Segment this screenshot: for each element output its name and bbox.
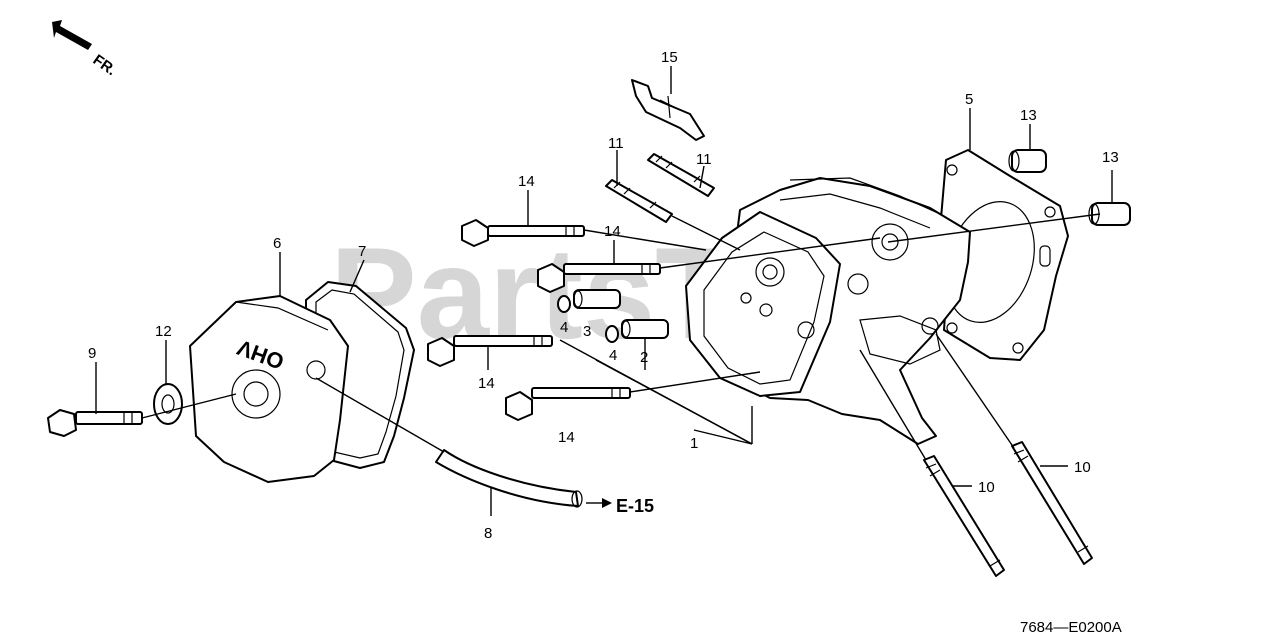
callout-4: 4 bbox=[609, 347, 617, 364]
callout-11: 11 bbox=[608, 135, 624, 152]
callout-10: 10 bbox=[978, 479, 995, 496]
spark-plug bbox=[631, 79, 705, 141]
flange-bolt-d bbox=[505, 387, 631, 421]
callout-11: 11 bbox=[696, 151, 712, 168]
callout-14: 14 bbox=[478, 375, 495, 392]
callout-2: 2 bbox=[640, 349, 648, 366]
dowel-pin-lower bbox=[1088, 202, 1131, 226]
front-direction-arrow-icon bbox=[52, 20, 92, 50]
callout-8: 8 bbox=[484, 525, 492, 542]
sealing-washer bbox=[153, 383, 183, 425]
diagram-code: 7684—E0200A bbox=[1020, 619, 1122, 636]
cover-bolt bbox=[47, 409, 143, 437]
callout-7: 7 bbox=[358, 243, 366, 260]
callout-5: 5 bbox=[965, 91, 973, 108]
callout-14: 14 bbox=[604, 223, 621, 240]
head-stud-b bbox=[1011, 441, 1093, 565]
callout-12: 12 bbox=[155, 323, 172, 340]
callout-13: 13 bbox=[1102, 149, 1119, 166]
reference-arrow-icon bbox=[586, 498, 612, 508]
reference-label: E-15 bbox=[616, 496, 654, 516]
dowel-pin-3 bbox=[573, 289, 621, 309]
head-cover-plate bbox=[685, 211, 841, 397]
dowel-pin-upper bbox=[1008, 149, 1047, 173]
direction-label: FR. bbox=[90, 51, 120, 79]
callout-1: 1 bbox=[690, 435, 698, 452]
callout-14: 14 bbox=[558, 429, 575, 446]
head-gasket bbox=[929, 149, 1069, 361]
flange-bolt-b bbox=[537, 263, 661, 293]
clip-4-lower bbox=[605, 325, 619, 343]
dowel-pin-2 bbox=[621, 319, 669, 339]
callout-6: 6 bbox=[273, 235, 281, 252]
callout-10: 10 bbox=[1074, 459, 1091, 476]
callout-3: 3 bbox=[583, 323, 591, 340]
breather-tube bbox=[435, 449, 583, 508]
callout-14: 14 bbox=[518, 173, 535, 190]
flange-bolt-c bbox=[427, 335, 553, 367]
stud-short-b bbox=[647, 153, 715, 197]
clip-4-upper bbox=[557, 295, 571, 313]
head-stud-a bbox=[923, 455, 1005, 577]
callout-13: 13 bbox=[1020, 107, 1037, 124]
callout-15: 15 bbox=[661, 49, 678, 66]
flange-bolt-a bbox=[461, 219, 585, 247]
callout-9: 9 bbox=[88, 345, 96, 362]
callout-4: 4 bbox=[560, 319, 568, 336]
leader-lines bbox=[95, 66, 1113, 516]
stud-short-a bbox=[605, 179, 673, 223]
head-cover: OHV bbox=[189, 295, 349, 483]
